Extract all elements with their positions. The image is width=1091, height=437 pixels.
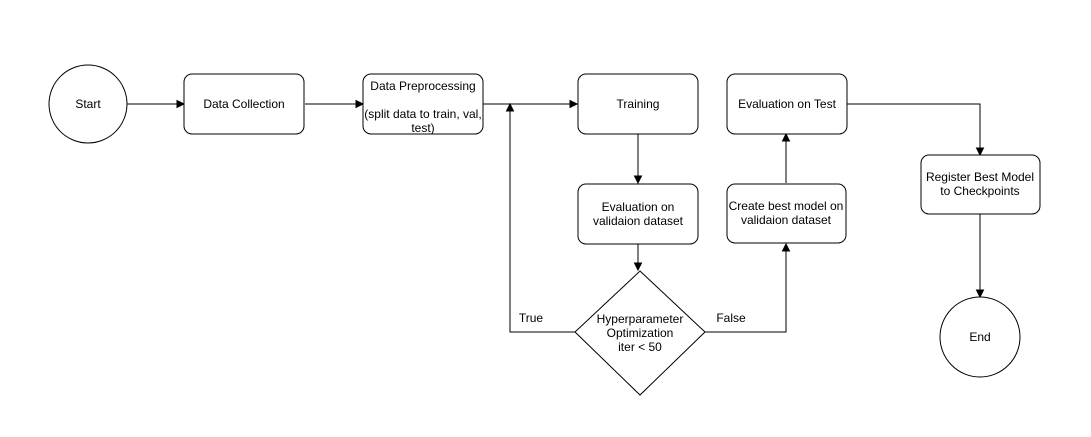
edge-preprocessing-to-training (483, 99, 579, 109)
edge-eval-test-to-register (847, 103, 985, 157)
edge-register-to-end (975, 214, 985, 299)
process-box (577, 73, 699, 135)
edge-eval-validation-to-decision (633, 244, 643, 272)
end-terminal-shape (939, 296, 1021, 378)
node-data-preprocessing[interactable]: Data Preprocessing (split data to train, … (362, 73, 484, 135)
node-label-line: validaion dataset (741, 213, 832, 227)
edge-decision-false-to-create-best-model (705, 242, 791, 333)
edge-data-collection-to-preprocessing (305, 99, 365, 109)
process-box (362, 73, 484, 135)
node-training[interactable]: Training (577, 73, 699, 135)
node-label-line: Data Collection (203, 97, 284, 111)
start-terminal-shape (48, 64, 128, 144)
process-box (726, 73, 848, 135)
node-label-line: End (969, 330, 990, 344)
node-start[interactable]: Start (48, 64, 128, 144)
node-label-line: validaion dataset (593, 214, 684, 228)
decision-diamond (574, 270, 706, 396)
process-box (920, 154, 1041, 215)
node-label-line: Create best model on (729, 199, 844, 213)
node-label-line: test) (411, 121, 434, 135)
node-label-line: Optimization (607, 326, 674, 340)
process-box (183, 73, 305, 135)
process-box (726, 183, 847, 244)
node-label-line: iter < 50 (618, 340, 662, 354)
node-label-line: Start (75, 97, 101, 111)
process-box (577, 183, 699, 245)
node-eval-test[interactable]: Evaluation on Test (726, 73, 848, 135)
node-label: Data Preprocessing (split data to train, … (364, 79, 481, 135)
edge-label-false: False (716, 311, 746, 325)
node-label: Evaluation on Test (738, 97, 837, 111)
node-label-line: Register Best Model (926, 170, 1034, 184)
edge-label-true: True (519, 311, 544, 325)
node-label: Start (75, 97, 101, 111)
node-label-line: Evaluation on (602, 200, 675, 214)
node-label: Data Collection (203, 97, 284, 111)
node-end[interactable]: End (939, 296, 1021, 378)
edge-create-best-model-to-eval-test (781, 132, 791, 183)
edge-decision-true-loop (505, 102, 575, 333)
edge-training-to-eval-validation (633, 134, 643, 185)
node-label-line: Hyperparameter (597, 312, 684, 326)
node-label-line: to Checkpoints (940, 184, 1019, 198)
node-label-line: Training (617, 97, 660, 111)
node-data-collection[interactable]: Data Collection (183, 73, 305, 135)
node-label: Training (617, 97, 660, 111)
node-label-line: Evaluation on Test (738, 97, 837, 111)
edge-start-to-data-collection (127, 99, 186, 109)
node-label-line: Data Preprocessing (370, 79, 475, 93)
node-label: End (969, 330, 990, 344)
node-label-line: (split data to train, val, (364, 107, 481, 121)
